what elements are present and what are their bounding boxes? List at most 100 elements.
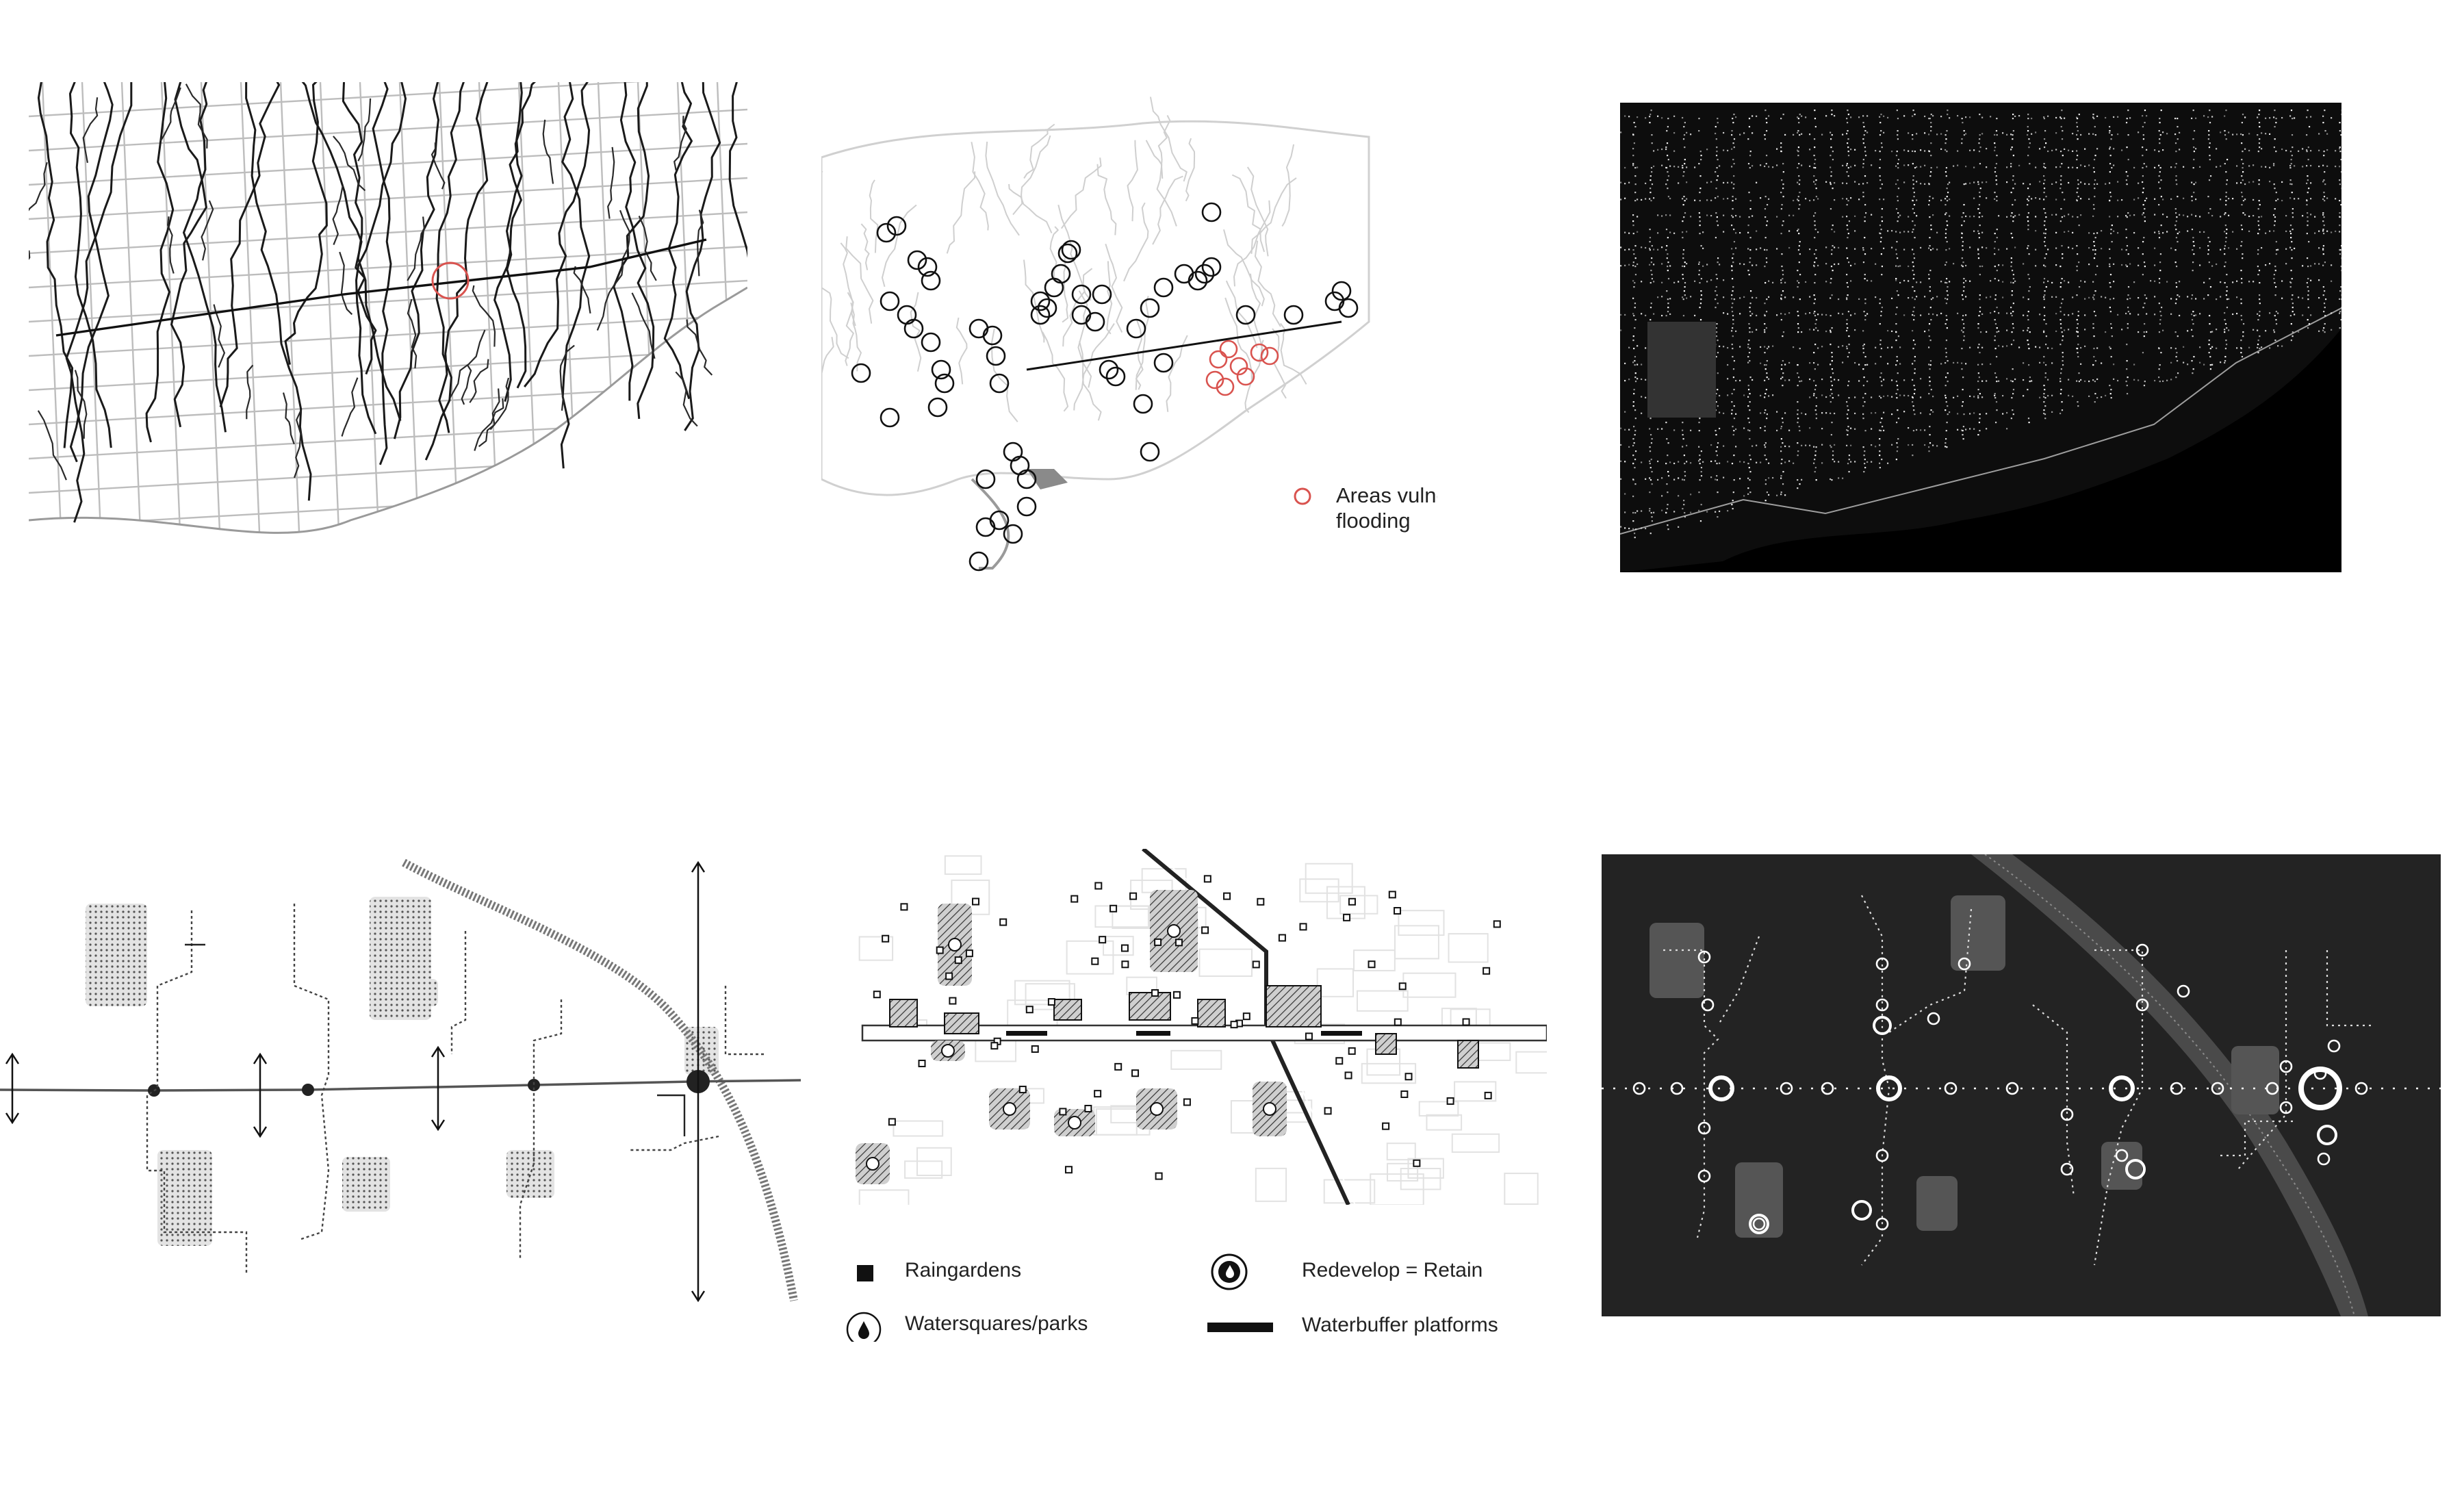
light-point <box>1735 247 1737 249</box>
light-point <box>2298 296 2300 298</box>
light-point <box>1945 138 1947 140</box>
light-point <box>1632 462 1634 465</box>
light-point <box>2209 356 2211 358</box>
light-point <box>1979 138 1981 140</box>
light-point <box>1717 372 1719 374</box>
raingarden <box>1348 1047 1356 1055</box>
light-point <box>2018 115 2020 117</box>
light-point <box>1957 164 1959 166</box>
raingarden <box>1131 1069 1140 1077</box>
light-point <box>1732 323 1734 325</box>
light-point <box>2177 126 2179 128</box>
light-point <box>1733 479 1735 481</box>
light-point <box>2023 314 2025 316</box>
light-point <box>1661 428 1663 430</box>
light-point <box>1815 196 1818 198</box>
light-point <box>2035 216 2037 218</box>
light-point <box>2111 167 2113 169</box>
light-point <box>1936 296 1938 298</box>
gray-river <box>1281 144 1295 227</box>
light-point <box>2175 229 2177 231</box>
light-point <box>1765 257 1768 259</box>
light-point <box>2088 183 2090 186</box>
light-point <box>1912 286 1914 288</box>
light-point <box>1832 188 1834 190</box>
light-point <box>1776 216 1778 218</box>
light-point <box>1920 166 1922 168</box>
light-point <box>1963 278 1965 280</box>
light-point <box>2289 233 2292 235</box>
light-point <box>1782 483 1784 485</box>
light-point <box>1765 389 1767 391</box>
gray-river <box>971 142 989 231</box>
building-outline <box>1112 905 1151 930</box>
light-point <box>1875 263 1877 265</box>
light-point <box>2064 231 2066 233</box>
light-point <box>1897 159 1900 161</box>
light-point <box>1962 290 1965 292</box>
light-point <box>1748 192 1750 194</box>
light-point <box>2192 241 2194 243</box>
light-point <box>1834 412 1836 415</box>
light-point <box>1946 130 1948 132</box>
light-point <box>2047 395 2049 397</box>
light-point <box>1751 313 1754 315</box>
light-point <box>1700 450 1702 452</box>
light-point <box>1719 394 1721 397</box>
light-point <box>1895 248 1897 251</box>
light-point <box>1667 471 1669 473</box>
light-point <box>1977 363 1979 366</box>
light-point <box>1760 394 1762 397</box>
light-point <box>1897 167 1899 169</box>
light-point <box>2127 294 2129 296</box>
light-point <box>1667 504 1669 506</box>
light-point <box>1684 163 1686 165</box>
light-point <box>1748 467 1750 469</box>
light-point <box>2002 395 2004 397</box>
light-point <box>2077 138 2079 140</box>
light-point <box>2142 352 2144 354</box>
light-point <box>2076 155 2079 157</box>
light-point <box>1706 199 1708 201</box>
light-point <box>2177 241 2179 243</box>
light-point <box>1854 248 1856 250</box>
light-point <box>1847 385 1849 387</box>
light-point <box>1842 133 1844 136</box>
light-point <box>1620 314 1622 316</box>
light-point <box>1912 296 1914 298</box>
light-point <box>2259 138 2261 140</box>
building-outline <box>1066 940 1114 975</box>
light-point <box>1780 463 1782 465</box>
light-point <box>2177 372 2179 374</box>
light-point <box>1846 122 1849 124</box>
light-point <box>1961 225 1963 227</box>
light-point <box>1797 116 1799 118</box>
light-point <box>2043 199 2045 201</box>
light-point <box>1903 164 1905 166</box>
light-point <box>1733 389 1735 391</box>
light-point <box>2060 126 2062 128</box>
redevelop-legend-icon <box>1211 1253 1248 1290</box>
light-point <box>1848 471 1850 473</box>
light-point <box>2324 315 2326 317</box>
raingarden <box>1394 1018 1402 1026</box>
light-point <box>2179 149 2181 151</box>
light-point <box>1764 134 1766 136</box>
light-point <box>2257 319 2259 321</box>
light-point <box>1686 231 1688 233</box>
light-point <box>1969 182 1971 184</box>
light-point <box>2199 361 2201 363</box>
light-point <box>2220 296 2222 298</box>
light-point <box>1813 446 1815 448</box>
light-point <box>1747 463 1749 465</box>
light-point <box>1847 237 1849 239</box>
light-point <box>2289 246 2292 248</box>
light-point <box>2314 232 2316 234</box>
light-point <box>2059 286 2062 288</box>
light-point <box>1913 385 1915 387</box>
light-point <box>1620 246 1622 248</box>
light-point <box>1821 412 1823 414</box>
light-point <box>1801 331 1803 333</box>
light-point <box>1684 294 1686 296</box>
light-point <box>2191 319 2194 321</box>
